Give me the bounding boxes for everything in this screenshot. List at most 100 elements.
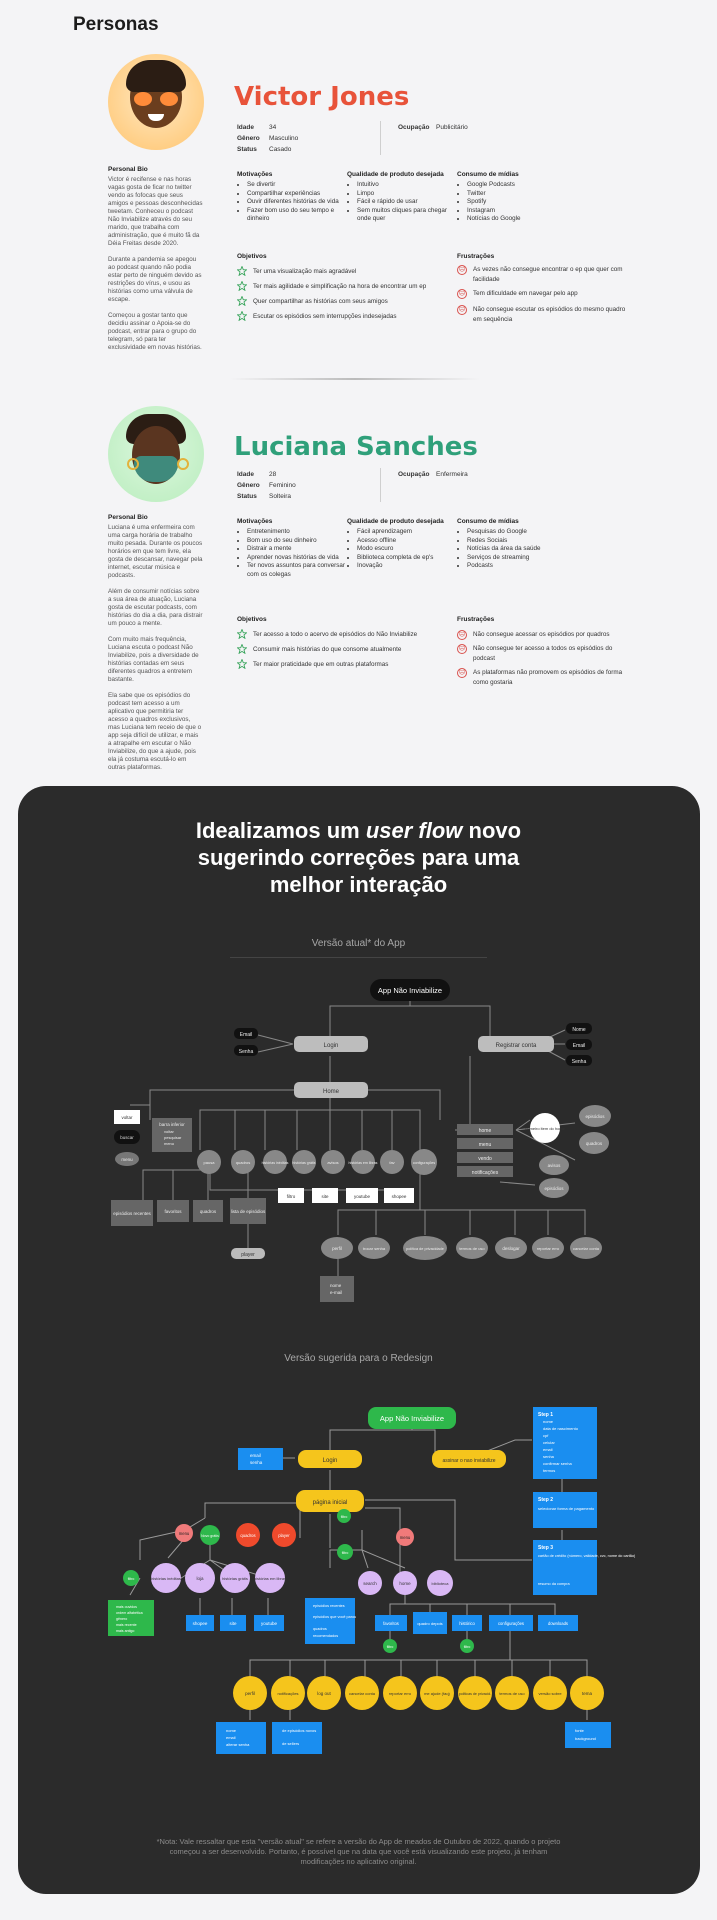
oval-label: avisos	[548, 1163, 562, 1168]
persona-avatar	[108, 406, 204, 502]
goal-text: Ter acesso a todo o acervo de episódios …	[253, 630, 418, 638]
filter-option: mais recente	[116, 1623, 137, 1627]
headline-part: novo	[468, 818, 522, 843]
player-node	[272, 1523, 296, 1547]
step1-box	[533, 1407, 597, 1479]
filtro-node	[337, 1509, 351, 1523]
biblioteca-node	[427, 1570, 453, 1596]
list-item: Fácil e rápido de usar	[357, 198, 462, 207]
list-item: Biblioteca completa de ep's	[357, 554, 462, 563]
blue-menu-label: downloads	[548, 1621, 568, 1626]
bio-paragraph: Além de consumir notícias sobre a sua ár…	[108, 588, 203, 627]
historias-gratis-node	[220, 1563, 250, 1593]
circle-label: pausa	[204, 1160, 216, 1165]
step-title: Step 3	[538, 1545, 553, 1551]
purple-circle-label: histórias em libras	[254, 1576, 286, 1581]
menu-item-label: vendo	[478, 1156, 492, 1162]
log-out-node	[307, 1676, 341, 1710]
bio-text: Luciana é uma enfermeira com uma carga h…	[108, 524, 203, 772]
step3-box	[533, 1540, 597, 1595]
notif-item: de episódios novos	[282, 1728, 316, 1733]
circle-label: avisos	[327, 1160, 338, 1165]
box-label: quadros	[200, 1209, 217, 1214]
mouth-icon	[148, 114, 164, 121]
bio-paragraph: Durante a pandemia se apegou ao podcast …	[108, 256, 202, 303]
step-item: celular	[543, 1440, 555, 1445]
episodios-item: episódios recentes	[313, 1604, 345, 1608]
oval-label: reportar erro	[537, 1246, 560, 1251]
step-item: termos	[543, 1468, 555, 1473]
list-item: Modo escuro	[357, 545, 462, 554]
circle-label: fav	[389, 1160, 394, 1165]
qualidade-title: Qualidade de produto desejada	[347, 171, 444, 178]
list-item: Spotify	[467, 198, 567, 207]
login-fields-box	[238, 1448, 283, 1470]
oval-label: termos de uso	[459, 1246, 485, 1251]
list-item: Intuitivo	[357, 181, 462, 190]
senha-label: Senha	[572, 1059, 587, 1065]
frustration-text: Tem dificuldade em navegar pelo app	[473, 290, 578, 297]
purple-circle-label: loja	[196, 1576, 204, 1581]
home-circles: pausa quadros histórias inéditas históri…	[197, 1149, 437, 1175]
reportar-erro-node	[383, 1676, 417, 1710]
box-label: youtube	[354, 1194, 371, 1199]
list-item: Pesquisas do Google	[467, 528, 567, 537]
yellow-circle-label: cancelar conta	[349, 1691, 376, 1696]
frustration-item: ☹As plataformas não promovem os episódio…	[457, 668, 632, 687]
historias-ineditas-node	[151, 1563, 181, 1593]
filter-option: ordem alfabética	[116, 1611, 143, 1615]
persona-name: Luciana Sanches	[234, 432, 478, 462]
sad-face-icon: ☹	[457, 289, 467, 299]
fav-node	[380, 1150, 404, 1174]
frustration-item: ☹As vezes não consegue encontrar o ep qu…	[457, 265, 632, 284]
site-box	[312, 1188, 338, 1203]
list-item: Redes Sociais	[467, 537, 567, 546]
filter-option: gênero	[116, 1617, 127, 1621]
login-node	[298, 1450, 362, 1468]
flow-connectors	[130, 990, 586, 1278]
filtro-label: filtro	[464, 1645, 471, 1649]
list-item: Ter novos assuntos para conversar com os…	[247, 562, 347, 579]
bio-paragraph: Começou a gostar tanto que decidiu assin…	[108, 312, 202, 351]
step-item: nome	[543, 1419, 554, 1424]
oval-label: perfil	[332, 1246, 342, 1251]
episodios-item: recomendados	[313, 1634, 338, 1638]
termos-node	[495, 1676, 529, 1710]
motivacoes-list: Entretenimento Bom uso do seu dinheiro D…	[237, 528, 347, 579]
avisos-node	[539, 1155, 569, 1175]
goal-item: Ter acesso a todo o acervo de episódios …	[237, 629, 417, 639]
pagina-inicial-label: página inicial	[313, 1500, 348, 1506]
sad-face-icon: ☹	[457, 305, 467, 315]
historias-gratis-node	[292, 1150, 316, 1174]
app-node	[368, 1407, 456, 1429]
yellow-circle-label: versão sobre	[538, 1691, 562, 1696]
login-label: Login	[324, 1043, 339, 1049]
circle-label: quadros	[236, 1160, 250, 1165]
list-item: Instagram	[467, 207, 567, 216]
configuracoes-box	[489, 1615, 533, 1631]
circle-label: histórias grátis	[292, 1161, 315, 1165]
filtro-node	[337, 1544, 353, 1560]
motivacoes-title: Motivações	[237, 171, 273, 178]
consumo-title: Consumo de mídias	[457, 171, 519, 178]
email-node	[566, 1039, 592, 1050]
goal-text: Consumir mais histórias do que consome a…	[253, 645, 402, 653]
frustration-item: ☹ Tem dificuldade em navegar pelo app	[457, 289, 632, 299]
perfil-item: nome	[330, 1283, 342, 1288]
sad-face-icon: ☹	[457, 644, 467, 654]
sad-face-icon: ☹	[457, 630, 467, 640]
center-circle-label: menu	[400, 1535, 411, 1540]
filtro-node	[460, 1639, 474, 1653]
yellow-circle-label: políticas de privacid.	[459, 1692, 492, 1696]
config-ovals: perfil trocar senha política de privacid…	[321, 1236, 602, 1260]
barra-item: pesquisar	[164, 1135, 182, 1140]
goal-item: Ter maior praticidade que em outras plat…	[237, 659, 388, 669]
oval-label: política de privacidade	[406, 1247, 444, 1251]
menu-item-label: notificações	[472, 1170, 499, 1176]
value-status: Solteira	[269, 493, 292, 500]
right-menu: home menu vendo notificações	[457, 1124, 513, 1177]
center-circle-label: search	[363, 1581, 377, 1586]
step-item: selecionar forma de pagamento	[538, 1506, 595, 1511]
persona-avatar	[108, 54, 204, 150]
blue-box-label: site	[229, 1621, 237, 1626]
